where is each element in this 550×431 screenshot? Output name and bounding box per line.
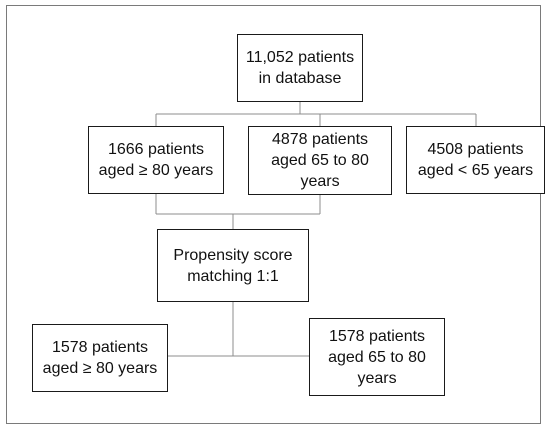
node-matched-aged-65-to-80: 1578 patients aged 65 to 80 years xyxy=(309,318,445,396)
node-database-label: 11,052 patients in database xyxy=(245,49,355,87)
node-aged-under-65: 4508 patients aged < 65 years xyxy=(406,126,545,194)
node-propensity-matching: Propensity score matching 1:1 xyxy=(157,229,309,302)
node-aged-65-to-80-label: 4878 patients aged 65 to 80 years xyxy=(271,131,369,190)
node-aged-80-plus: 1666 patients aged ≥ 80 years xyxy=(88,126,224,194)
diagram-frame xyxy=(6,5,541,424)
node-aged-under-65-label: 4508 patients aged < 65 years xyxy=(417,141,534,179)
node-matched-aged-80-plus-label: 1578 patients aged ≥ 80 years xyxy=(42,339,158,377)
node-aged-65-to-80: 4878 patients aged 65 to 80 years xyxy=(248,126,392,195)
node-database-patients: 11,052 patients in database xyxy=(237,34,363,102)
node-propensity-matching-label: Propensity score matching 1:1 xyxy=(173,246,293,285)
node-matched-aged-80-plus: 1578 patients aged ≥ 80 years xyxy=(32,324,168,392)
node-aged-80-plus-label: 1666 patients aged ≥ 80 years xyxy=(98,141,214,179)
node-matched-aged-65-to-80-label: 1578 patients aged 65 to 80 years xyxy=(328,327,426,387)
